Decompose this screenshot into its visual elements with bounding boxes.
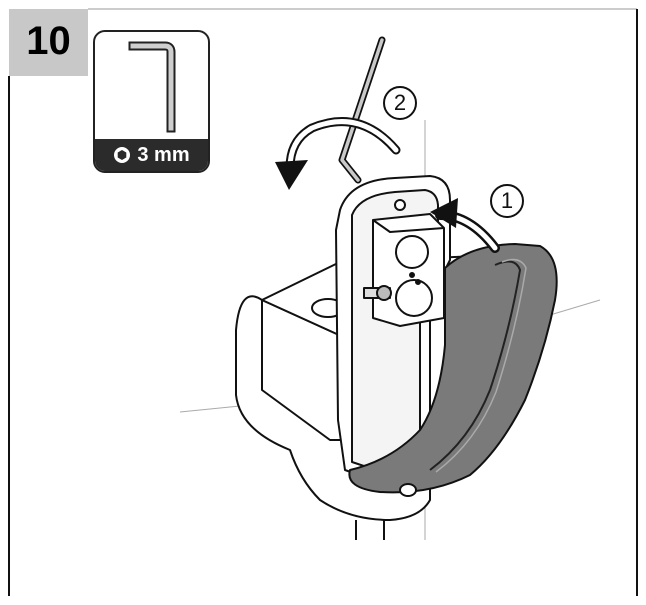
tool-size-label: 3 mm xyxy=(137,143,190,166)
step-number-box: 10 xyxy=(9,9,88,76)
callout-2: 2 xyxy=(383,86,417,120)
front-cover xyxy=(348,243,558,497)
hex-key-icon xyxy=(128,41,176,133)
hex-socket-icon xyxy=(114,147,131,163)
hex-key-tool xyxy=(338,36,386,184)
electronics-module xyxy=(363,199,445,327)
lift-arrow-icon xyxy=(430,198,500,253)
mounting-post xyxy=(355,520,385,540)
tool-size-bar: 3 mm xyxy=(95,139,208,171)
rotate-arrow-icon xyxy=(275,117,401,190)
step-number: 10 xyxy=(26,19,71,63)
callout-1: 1 xyxy=(490,184,524,218)
tool-card: 3 mm xyxy=(93,30,210,173)
